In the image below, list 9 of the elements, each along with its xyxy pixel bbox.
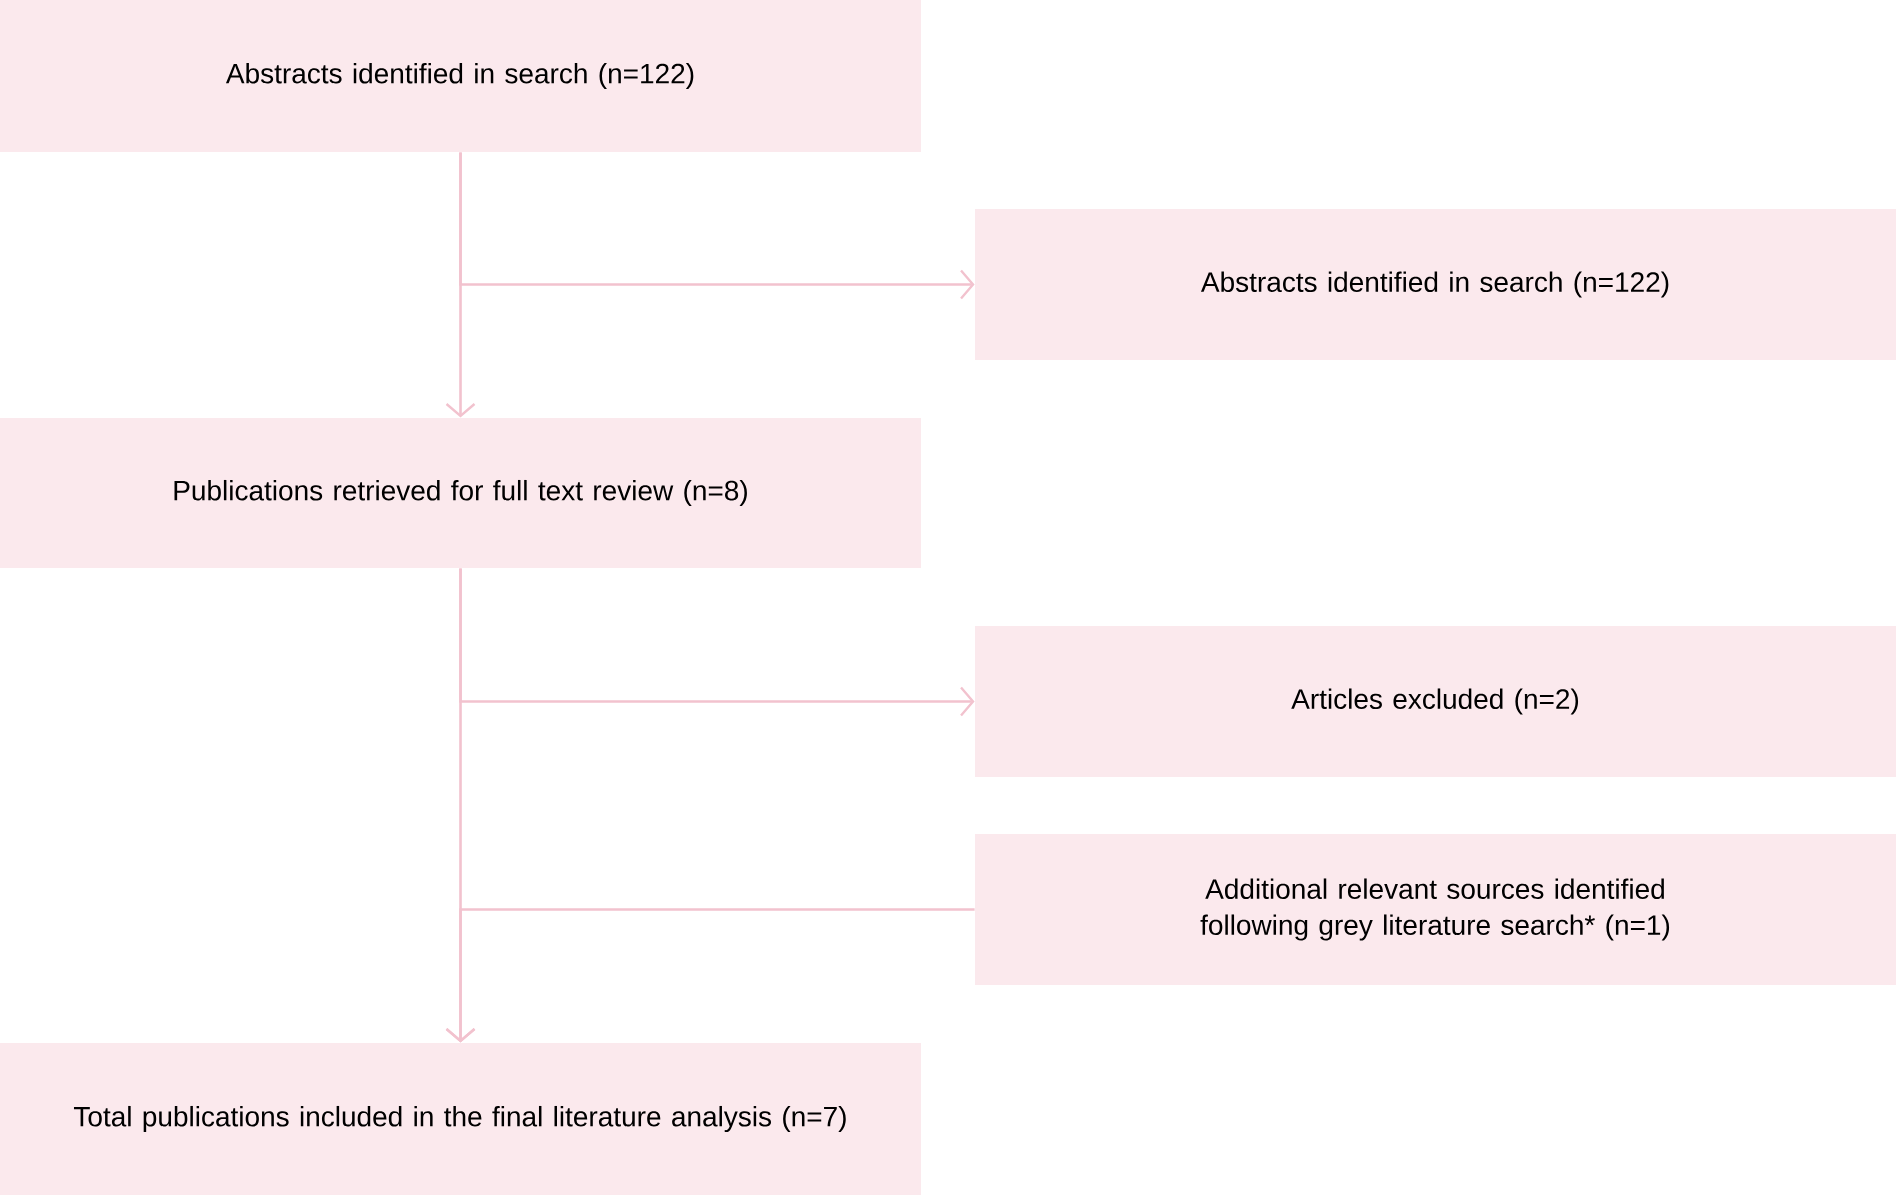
process-box: Additional relevant sources identified following grey literature search* (n=1) <box>975 834 1896 985</box>
process-box: Articles excluded (n=2) <box>975 626 1896 777</box>
process-box: Publications retrieved for full text review (n=8) <box>0 418 921 568</box>
arrow <box>459 568 975 717</box>
arrow <box>445 908 975 1043</box>
process-box: Total publications included in the final literature analysis (n=7) <box>0 1043 921 1195</box>
process-box: Abstracts identified in search (n=122) <box>0 0 921 152</box>
arrow <box>459 152 975 300</box>
process-box: Abstracts identified in search (n=122) <box>975 209 1896 360</box>
